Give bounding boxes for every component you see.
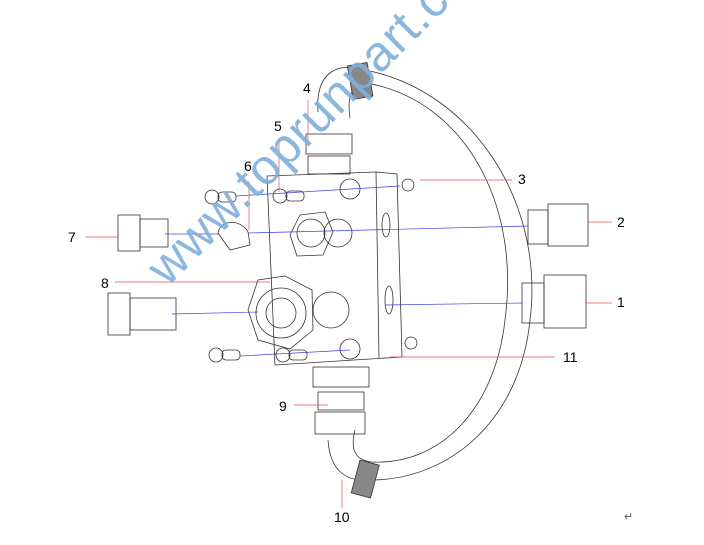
hose [317, 62, 533, 499]
axis-lines [165, 185, 529, 357]
callout-4: 4 [303, 80, 311, 96]
callout-5: 5 [274, 118, 282, 134]
callout-10: 10 [334, 509, 350, 525]
callout-7: 7 [68, 229, 76, 245]
bolts [204, 188, 308, 363]
callout-2: 2 [617, 214, 625, 230]
callout-9: 9 [279, 398, 287, 414]
manifold-block [247, 171, 418, 366]
callout-3: 3 [518, 171, 526, 187]
leader-lines [85, 100, 612, 508]
side-fittings [107, 203, 589, 336]
bottom-fitting [312, 366, 370, 435]
callout-6: 6 [244, 158, 252, 174]
callout-8: 8 [101, 275, 109, 291]
callout-11: 11 [563, 349, 578, 365]
callout-1: 1 [617, 294, 625, 310]
return-mark: ↵ [624, 511, 634, 523]
